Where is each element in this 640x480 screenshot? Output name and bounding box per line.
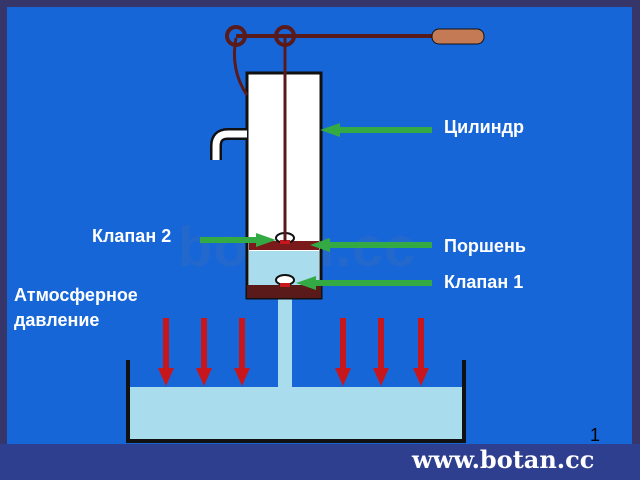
label-atmospheric-line-1: Атмосферное: [14, 285, 138, 305]
cylinder-bottom: [247, 285, 321, 298]
arrow-down-icon: [196, 318, 212, 386]
handle-grip: [431, 28, 485, 45]
label-valve-1: Клапан 1: [444, 272, 524, 292]
spout: [212, 130, 247, 160]
suction-pipe: [278, 284, 292, 405]
tank-walls: [126, 360, 466, 443]
label-valve-2: Клапан 2: [92, 226, 172, 246]
pointer-arrows: [200, 123, 432, 290]
arrow-down-icon: [373, 318, 389, 386]
arrow-down-icon: [413, 318, 429, 386]
site-url: www.botan.cc: [412, 445, 595, 474]
label-piston: Поршень: [444, 236, 526, 256]
arrow-down-icon: [234, 318, 250, 386]
arrow-down-icon: [158, 318, 174, 386]
valve-2-seat: [280, 240, 290, 244]
valve-1-seat: [280, 283, 290, 287]
arrow-left-icon: [310, 238, 432, 252]
slide-number: 1: [590, 425, 601, 445]
arrow-down-icon: [335, 318, 351, 386]
water-tank: [126, 360, 466, 443]
arrow-right-icon: [200, 233, 276, 247]
footer-bar: [0, 444, 640, 480]
label-atmospheric-line-2: давление: [14, 310, 100, 330]
label-cylinder: Цилиндр: [444, 117, 525, 137]
pressure-arrows: [158, 318, 429, 386]
tank-water: [130, 387, 462, 439]
arrow-left-icon: [296, 276, 432, 290]
valve-1: [275, 274, 295, 287]
arrow-left-icon: [320, 123, 432, 137]
label-atmospheric-pressure: Атмосферное давление: [14, 283, 138, 333]
pump-handle: [225, 25, 485, 96]
piston: [249, 241, 319, 250]
rod-joint: [274, 25, 296, 47]
lever-pivot: [225, 25, 247, 47]
